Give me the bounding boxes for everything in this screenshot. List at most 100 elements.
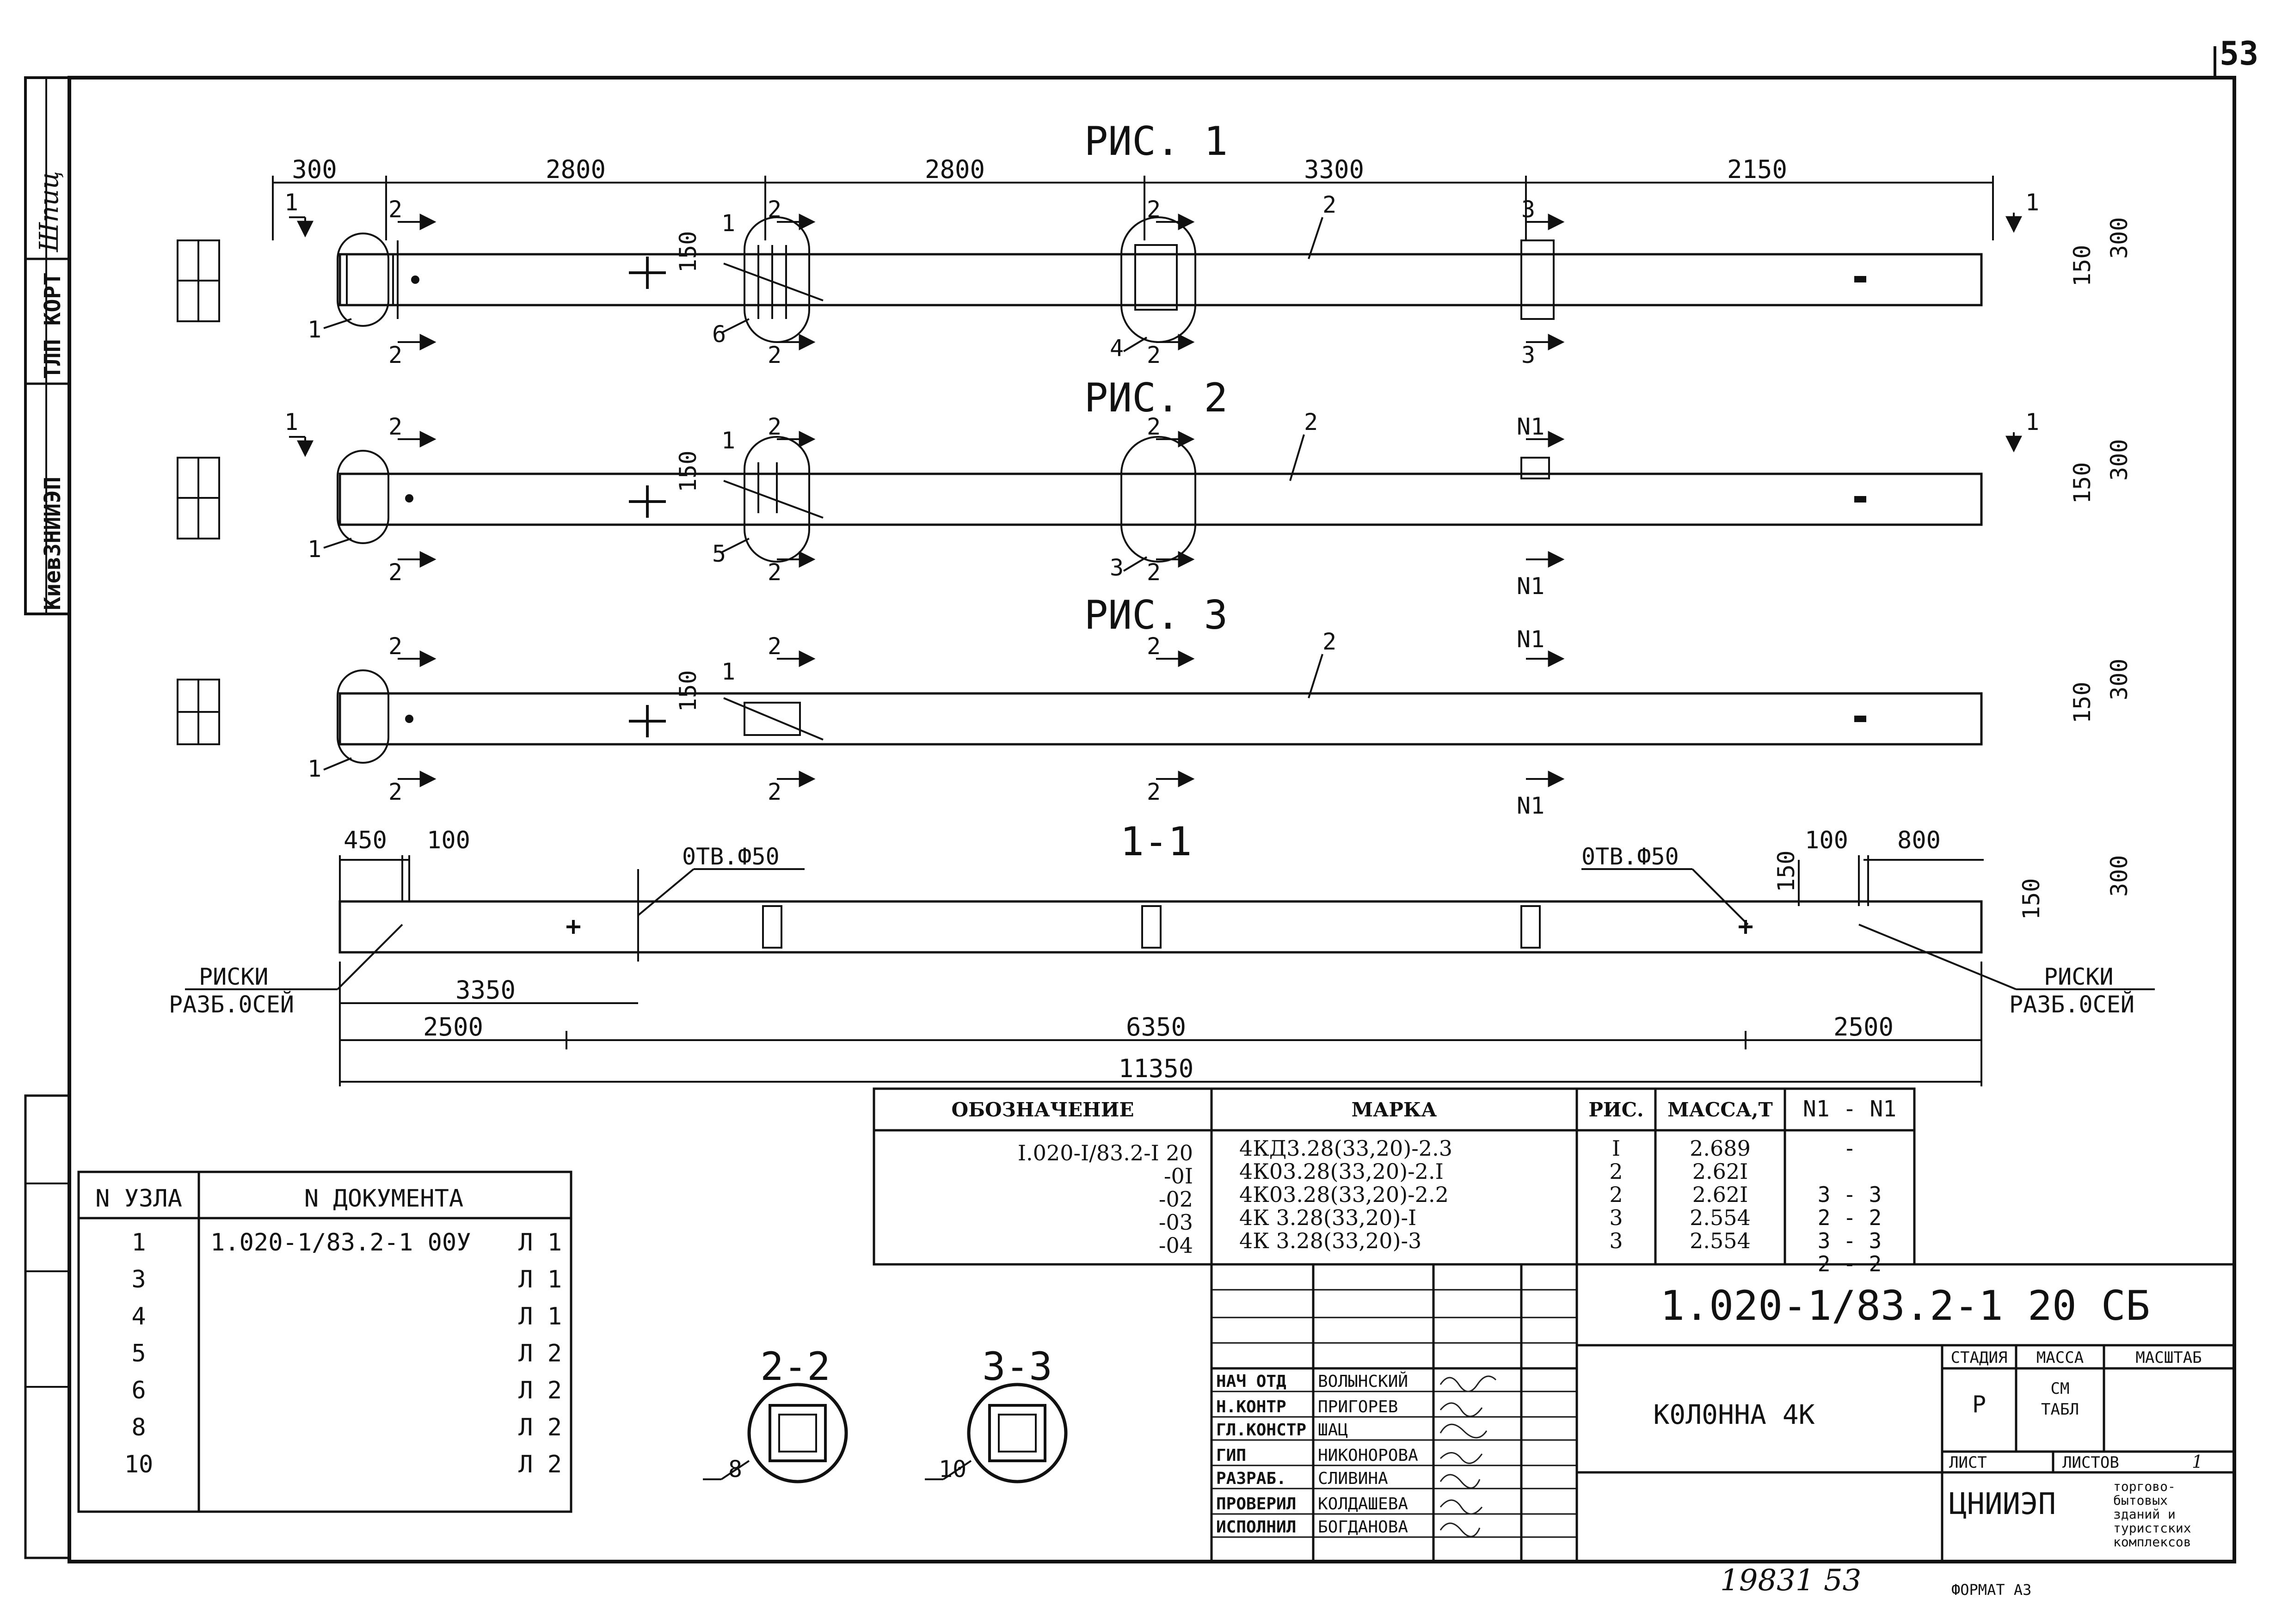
dim-2500-right: 2500: [1833, 1012, 1894, 1042]
section11-dim-100-right: 100: [1805, 827, 1848, 854]
fig2-dim-150-left: 150: [675, 451, 701, 492]
fig2-title: РИС. 2: [1084, 375, 1228, 421]
fig3-label-2f: 2: [1147, 778, 1161, 805]
tb-org-desc-5: комплексов: [2113, 1534, 2191, 1550]
fig2-node-5: 5: [712, 540, 726, 567]
tb-role-5: ПРОВЕРИЛ: [1216, 1495, 1296, 1514]
fig1-node-1-top: 1: [721, 210, 735, 237]
node-row-0-n: 1: [131, 1229, 146, 1256]
section-2-2-node: 8: [728, 1456, 742, 1483]
fig3-dim-150-right: 150: [2069, 682, 2096, 723]
tb-mass-label: МАССА: [2036, 1348, 2084, 1367]
fig1-label-2f: 2: [1147, 342, 1161, 368]
fig2-dim-300-right: 300: [2106, 439, 2133, 481]
fig1-mark-right: [1854, 276, 1866, 282]
tb-name-4: СЛИВИНА: [1318, 1469, 1388, 1488]
fig3-mark-right: [1854, 716, 1866, 722]
node-row-1-n: 3: [131, 1266, 146, 1293]
dim-2800-a: 2800: [546, 155, 606, 184]
title-block-people: НАЧ ОТД ВОЛЫНСКИЙ Н.КОНТР ПРИГОРЕВ ГЛ.КО…: [1216, 1372, 1418, 1537]
fig3-label-2b: 2: [388, 778, 402, 805]
section11-dim-100-left: 100: [427, 827, 470, 854]
spec-row-1-designation: -0I: [1164, 1164, 1193, 1189]
fig2-label-2b: 2: [388, 559, 402, 586]
spec-row-0-fig: I: [1612, 1136, 1620, 1161]
tb-role-4: РАЗРАБ.: [1216, 1469, 1286, 1488]
spec-row-1-section: 3 - 3: [1818, 1182, 1882, 1207]
fig1-details: [177, 216, 1555, 343]
title-block-row-lines: [1212, 1289, 1577, 1538]
tb-org-desc-1: торгово-: [2113, 1479, 2176, 1494]
tb-stage-value: Р: [1972, 1391, 1986, 1418]
fig1-label-3a: 3: [1521, 196, 1535, 223]
fig1-dim-150-left: 150: [675, 231, 701, 273]
fig1-label-2c: 2: [768, 196, 781, 223]
tb-name-2: ШАЦ: [1318, 1421, 1348, 1440]
fig2-node-3: 3: [1110, 554, 1124, 581]
spec-row-0-section: -: [1843, 1136, 1856, 1161]
fig1-label-2e: 2: [1147, 196, 1161, 223]
fig3-label-2e: 2: [1147, 633, 1161, 660]
fig2-label-2-body: 2: [1304, 409, 1318, 435]
spec-row-4-fig: 3: [1609, 1228, 1623, 1253]
stamp-check-label: ТЛП КОРТ: [40, 272, 66, 379]
fig2-label-2d: 2: [768, 559, 781, 586]
fig1-label-1a: 1: [284, 189, 298, 216]
nodes-header-doc: N ДОКУМЕНТА: [304, 1185, 463, 1213]
stamp-signature: Шпиц: [34, 171, 64, 252]
spec-row-2-fig: 2: [1609, 1182, 1623, 1207]
fig3-label-2a: 2: [388, 633, 402, 660]
spec-header-mark: МАРКА: [1352, 1098, 1437, 1121]
spec-row-0-mark: 4КД3.28(33,20)-2.3: [1239, 1136, 1452, 1161]
section-circles: [703, 1383, 1068, 1483]
section11-dim-300: 300: [2106, 855, 2133, 897]
fig3-label-n1a: N1: [1517, 626, 1544, 653]
node-row-6-sheet: Л 2: [518, 1451, 562, 1478]
node-row-5-n: 8: [131, 1414, 146, 1441]
spec-row-2-section: 2 - 2: [1818, 1205, 1882, 1230]
nodes-header-node: N УЗЛА: [95, 1185, 182, 1213]
hole-label-left: 0ТВ.Ф50: [682, 843, 780, 870]
spec-row-4-mass: 2.554: [1690, 1228, 1751, 1253]
tb-name-3: НИКОНОРОВА: [1318, 1446, 1418, 1465]
fig3-mark-left: [405, 715, 413, 723]
spec-row-2-mark: 4К03.28(33,20)-2.2: [1239, 1182, 1449, 1207]
fig2-details: [177, 431, 2022, 572]
tb-role-0: НАЧ ОТД: [1216, 1372, 1286, 1391]
fig3-label-n1b: N1: [1517, 792, 1544, 819]
fig3-node-1: 1: [308, 755, 321, 782]
spec-row-1-fig: 2: [1609, 1159, 1623, 1184]
spec-row-3-mark: 4К 3.28(33,20)-I: [1239, 1205, 1416, 1230]
tb-sheets-value: 1: [2192, 1452, 2203, 1472]
dim-2500-left: 2500: [423, 1012, 483, 1042]
section11-dim-800: 800: [1897, 827, 1941, 854]
fig1-top-dimensions: [272, 176, 1994, 240]
spec-row-0-mass: 2.689: [1690, 1136, 1751, 1161]
dim-300: 300: [292, 155, 337, 184]
section-3-3-title: 3-3: [982, 1344, 1052, 1389]
bottom-dimensions: [339, 962, 1982, 1086]
stamp-org-label: КиевЗНИИЭП: [40, 477, 66, 610]
fig2-label-2f: 2: [1147, 559, 1161, 586]
spec-row-2-designation: -02: [1159, 1187, 1193, 1212]
tb-role-6: ИСПОЛНИЛ: [1216, 1518, 1296, 1537]
fig2-label-2c: 2: [768, 413, 781, 440]
fig1-node-4: 4: [1110, 335, 1124, 362]
section11-dim-150-a: 150: [1773, 851, 1800, 892]
fig3-label-2-body: 2: [1322, 628, 1336, 655]
node-row-3-n: 5: [131, 1340, 146, 1367]
dim-6350: 6350: [1126, 1012, 1186, 1042]
fig3-title: РИС. 3: [1084, 592, 1228, 638]
node-row-2-sheet: Л 1: [518, 1303, 562, 1330]
section-2-2-title: 2-2: [760, 1344, 830, 1389]
fig2-node-1: 1: [308, 536, 321, 563]
fig2-mark-right: [1854, 496, 1866, 503]
drawing-frame: [24, 46, 2236, 1563]
section11-details: [185, 855, 2155, 990]
format-label: ФОРМАТ А3: [1951, 1581, 2031, 1599]
spec-header-fig: РИС.: [1588, 1098, 1643, 1121]
dim-3300: 3300: [1304, 155, 1364, 184]
fig1-mark-left: [411, 276, 419, 284]
